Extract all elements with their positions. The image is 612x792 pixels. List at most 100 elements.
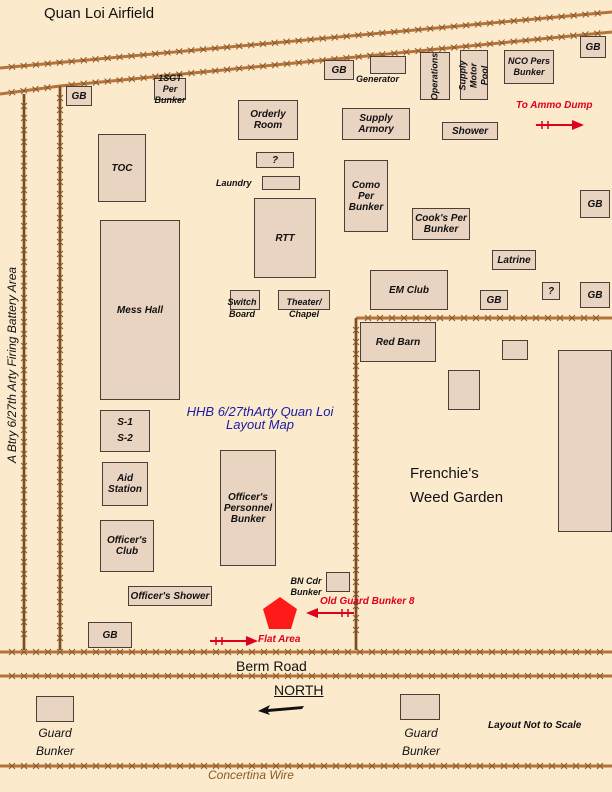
barbed-wire-tick — [56, 190, 64, 198]
barbed-wire-tick — [56, 310, 64, 318]
map-title-line2: Layout Map — [226, 417, 294, 432]
barbed-wire-tick — [512, 762, 520, 770]
barbed-wire-tick — [352, 482, 360, 490]
red-arrow-icon — [306, 608, 354, 618]
barbed-wire-tick — [8, 88, 16, 97]
barbed-wire-tick — [331, 33, 339, 41]
barbed-wire-tick — [80, 672, 88, 680]
mess-hall: Mess Hall — [100, 220, 180, 400]
first-sgt-bunker: 1SGT Per Bunker — [154, 72, 186, 105]
barbed-wire-tick — [20, 672, 28, 680]
supply-armory: Supply Armory — [342, 108, 410, 140]
barbed-wire-tick — [296, 648, 304, 656]
barbed-wire-tick — [548, 648, 556, 656]
barbed-wire-tick — [438, 23, 446, 32]
barbed-wire-tick — [20, 402, 28, 410]
barbed-wire-tick — [352, 566, 360, 574]
barbed-wire-tick — [378, 29, 386, 37]
barbed-wire-tick — [260, 762, 268, 770]
barbed-wire-tick — [356, 648, 364, 656]
barbed-wire-tick — [452, 672, 460, 680]
barbed-wire-tick — [572, 762, 580, 770]
barbed-wire-tick — [352, 398, 360, 406]
barbed-wire-tick — [368, 762, 376, 770]
barbed-wire-tick — [176, 672, 184, 680]
barbed-wire-tick — [20, 582, 28, 590]
barbed-wire-tick — [390, 49, 398, 57]
barbed-wire-tick — [92, 78, 100, 87]
barbed-wire-tick — [20, 522, 28, 530]
barbed-wire-tick — [20, 486, 28, 494]
barbed-wire-tick — [211, 67, 219, 75]
barbed-wire-tick — [352, 458, 360, 466]
barbed-wire-tick — [56, 538, 64, 546]
barbed-wire-tick — [462, 42, 470, 50]
barbed-wire-tick — [592, 314, 600, 322]
barbed-wire-tick — [44, 762, 52, 770]
barbed-wire-tick — [402, 48, 410, 56]
barbed-wire-tick — [56, 274, 64, 282]
barbed-wire-tick — [224, 648, 232, 656]
barbed-wire-tick — [56, 154, 64, 162]
barbed-wire-tick — [532, 314, 540, 322]
unknown-building: ? — [542, 282, 560, 300]
barbed-wire-tick — [352, 542, 360, 550]
barbed-wire-tick — [164, 672, 172, 680]
barbed-wire-tick — [536, 762, 544, 770]
barbed-wire-tick — [352, 590, 360, 598]
barbed-wire-tick — [116, 672, 124, 680]
barbed-wire-tick — [20, 594, 28, 602]
red-arrow-icon — [536, 120, 584, 130]
barbed-wire-tick — [520, 314, 528, 322]
barbed-wire-tick — [199, 45, 207, 53]
barbed-wire-tick — [163, 49, 171, 57]
barbed-wire-tick — [496, 314, 504, 322]
gb-bunker: GB — [66, 86, 92, 106]
barbed-wire-tick — [352, 518, 360, 526]
barbed-wire-tick — [92, 762, 100, 770]
barbed-wire-tick — [128, 672, 136, 680]
barbed-wire-tick — [235, 42, 243, 50]
barbed-wire-tick — [56, 178, 64, 186]
barbed-wire-tick — [462, 21, 470, 29]
barbed-wire-tick — [20, 366, 28, 374]
barbed-wire-tick — [56, 466, 64, 474]
barbed-wire-tick — [512, 648, 520, 656]
barbed-wire-tick — [139, 51, 147, 59]
gb-bunker: GB — [88, 622, 132, 648]
barbed-wire-tick — [259, 40, 267, 48]
barbed-wire-tick — [510, 38, 518, 46]
barbed-wire-tick — [569, 32, 578, 40]
barbed-wire-tick — [546, 34, 554, 42]
barbed-wire-tick — [56, 142, 64, 150]
barbed-wire-tick — [376, 314, 384, 322]
barbed-wire-tick — [332, 762, 340, 770]
barbed-wire-tick — [56, 502, 64, 510]
barbed-wire-tick — [308, 672, 316, 680]
barbed-wire-tick — [284, 648, 292, 656]
barbed-wire-tick — [476, 648, 484, 656]
barbed-wire-tick — [390, 28, 398, 36]
barbed-wire-tick — [414, 26, 422, 34]
barbed-wire-tick — [428, 672, 436, 680]
barbed-wire-tick — [593, 9, 602, 17]
barbed-wire-tick — [56, 610, 64, 618]
barbed-wire-tick — [508, 314, 516, 322]
barbed-wire-tick — [248, 762, 256, 770]
barbed-wire-tick — [188, 648, 196, 656]
barbed-wire-tick — [56, 382, 64, 390]
barbed-wire-tick — [512, 672, 520, 680]
barbed-wire-tick — [20, 342, 28, 350]
barbed-wire-tick — [472, 314, 480, 322]
gb-bunker: GB — [580, 282, 610, 308]
barbed-wire-tick — [56, 286, 64, 294]
barbed-wire-tick — [352, 434, 360, 442]
supply-motor-pool-label: Supply Motor Pool — [457, 59, 490, 91]
barbed-wire-tick — [56, 442, 64, 450]
barbed-wire-tick — [560, 648, 568, 656]
barbed-wire-tick — [212, 762, 220, 770]
barbed-wire-tick — [115, 53, 124, 61]
guard-bunker-label: Guard Bunker — [35, 726, 75, 758]
barbed-wire-tick — [380, 672, 388, 680]
barbed-wire-tick — [272, 648, 280, 656]
